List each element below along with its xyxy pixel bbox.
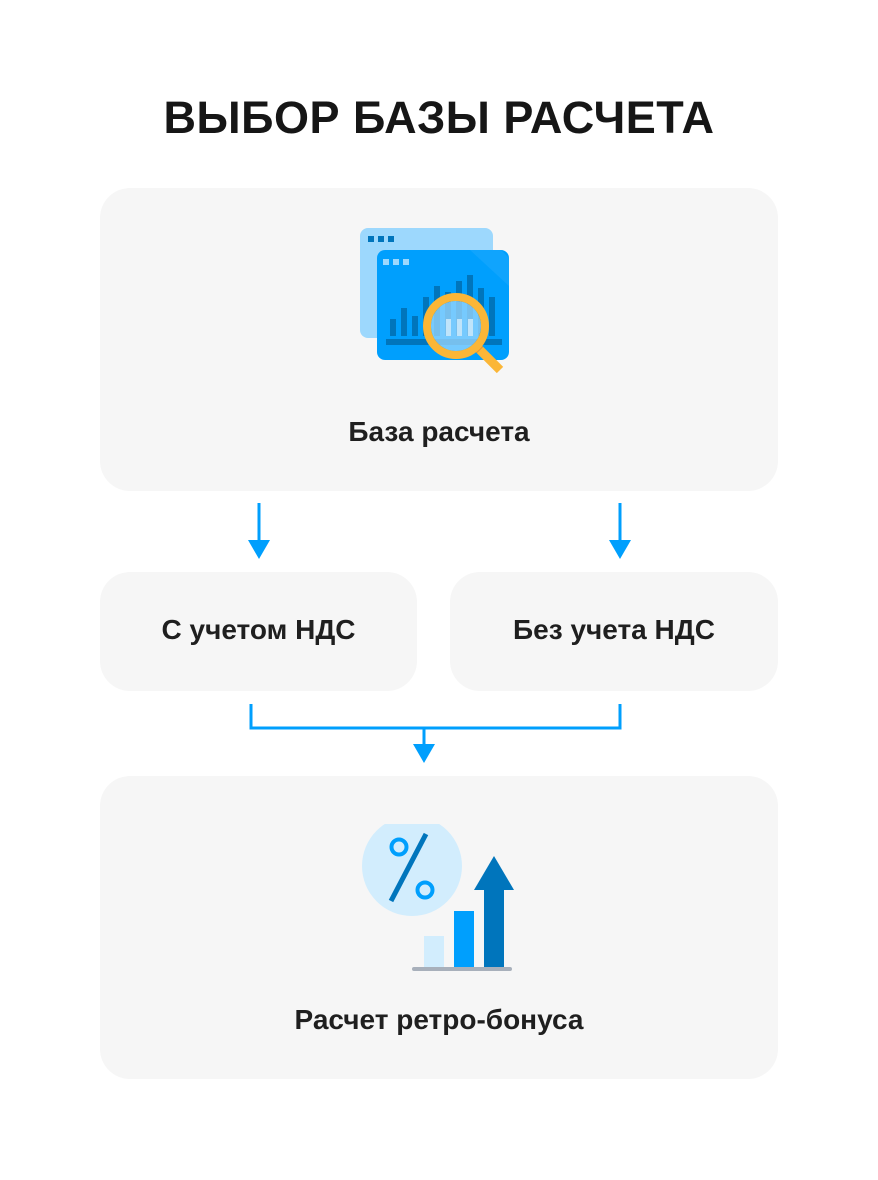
arrow-down-icon xyxy=(609,503,631,559)
arrow-down-icon xyxy=(248,503,270,559)
node-with-vat: С учетом НДС xyxy=(100,572,417,691)
node-label: Без учета НДС xyxy=(513,614,715,645)
node-label: База расчета xyxy=(348,416,530,447)
node-label: Расчет ретро-бонуса xyxy=(294,1004,584,1035)
node-without-vat: Без учета НДС xyxy=(450,572,778,691)
percent-growth-chart-icon xyxy=(362,824,514,971)
page-title: ВЫБОР БАЗЫ РАСЧЕТА xyxy=(163,92,715,143)
node-retro-bonus-calculation: Расчет ретро-бонуса xyxy=(100,776,778,1079)
merge-arrow-icon xyxy=(249,704,622,763)
node-calculation-base: База расчета xyxy=(100,188,778,491)
analytics-magnifier-icon xyxy=(360,228,509,374)
node-label: С учетом НДС xyxy=(161,614,356,645)
